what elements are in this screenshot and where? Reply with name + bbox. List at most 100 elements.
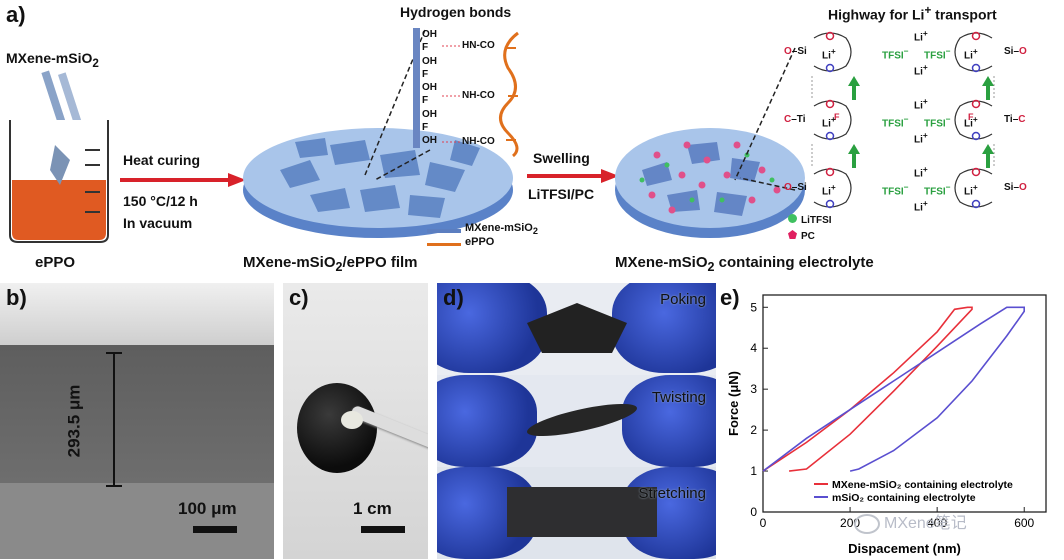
y-tick-label: 5 [750,300,757,314]
panel-d-label: d) [443,285,464,310]
beaker-caption: ePPO [35,254,76,271]
y-tick-label: 4 [750,341,757,355]
y-tick-label: 1 [750,464,757,478]
panel-b-label: b) [6,285,27,310]
panel-a: a) MXene-mSiO2 ePPO Heat curing 150 °C/1… [6,2,1062,274]
tfsi-6: TFSI− [924,182,951,198]
thickness-label: 293.5 μm [64,384,84,458]
li-right-1: Li+ [964,46,978,62]
panel-b-scale-bar [193,526,237,533]
li-mid-4: Li+ [914,130,928,146]
twisted-film [527,397,637,443]
legend-eppo-swatch [427,243,461,246]
highway-title: Highway for Li+ transport [828,4,997,23]
li-mid-5: Li+ [914,164,928,180]
c-ti-left: C–Ti [784,114,806,125]
series-line-2 [762,306,1026,472]
step2-arrow-icon [527,169,619,183]
step1-arrow-icon [120,173,246,187]
poking-photo: Poking [437,283,716,375]
legend-mxene: MXene-mSiO2 [465,222,538,237]
tfsi-4: TFSI− [924,46,951,62]
o-si-left-2: O–Si [784,182,807,193]
mode-twisting: Twisting [651,389,706,406]
f-left: F [834,112,840,122]
stretched-film [507,487,657,537]
li-mid-2: Li+ [914,62,928,78]
si-o-right-2: Si–O [1004,182,1027,193]
panel-c-label: c) [289,285,309,310]
panel-c-scale-bar [361,526,405,533]
eppo-chain [442,31,519,158]
hbond-link-2: NH-CO [462,90,495,101]
mode-poking: Poking [660,291,706,308]
legend-eppo: ePPO [465,236,495,248]
stretching-photo: Stretching [437,467,716,559]
sem-surface [0,283,274,355]
hbond-link-1: HN-CO [462,40,495,51]
panel-e-label: e) [720,285,740,310]
schematic-rings [811,31,995,209]
series-line-1 [762,306,973,472]
panel-d-photos: Poking Twisting Stretching d) [437,283,716,559]
li-left-1: Li+ [822,46,836,62]
li-left-3: Li+ [822,182,836,198]
litfsi-icon [788,214,797,223]
hbond-groups: OH F OH F OH F OH F OH [422,29,437,147]
si-o-right-1: Si–O [1004,46,1027,57]
thickness-cap-top [106,352,122,354]
legend-pc: PC [788,230,815,242]
twisting-photo: Twisting [437,375,716,467]
legend-mxene-swatch [427,229,461,233]
panel-c-photo: c) 1 cm [283,283,428,559]
beaker-label: MXene-mSiO2 [6,50,99,70]
x-tick-label: 600 [1014,516,1034,530]
panel-c-scale-label: 1 cm [353,499,392,518]
black-film-disk [297,383,377,473]
legend-label-2: mSiO₂ containing electrolyte [832,492,976,504]
electrolyte-caption: MXene-mSiO2 containing electrolyte [615,254,874,274]
sem-cross-section [0,345,274,483]
x-tick-label: 400 [927,516,947,530]
legend-label-1: MXene-mSiO₂ containing electrolyte [832,479,1013,491]
hbond-link-3: NH-CO [462,136,495,147]
step1-conditions: 150 °C/12 h In vacuum [123,193,198,231]
sem-substrate [0,483,274,559]
film-caption: MXene-mSiO2/ePPO film [243,254,418,274]
li-right-3: Li+ [964,182,978,198]
thickness-line [113,353,115,487]
mxene-sheet-bar [413,28,420,148]
watermark: MXene笔记 [854,509,967,534]
x-tick-label: 0 [760,516,767,530]
tweezers-tip [341,411,363,429]
hydrogen-bonds-title: Hydrogen bonds [400,4,512,20]
li-transport-schematic: O–Si C–Ti O–Si F Li+ Li+ Li+ TFSI− TFSI−… [782,28,1062,218]
mode-stretching: Stretching [638,485,706,502]
panel-b-scale-label: 100 μm [178,499,237,518]
tfsi-3: TFSI− [882,182,909,198]
plot-frame [762,294,1047,513]
f-right: F [968,112,974,122]
li-mid-6: Li+ [914,198,928,214]
o-si-left-1: O–Si [784,46,807,57]
ti-c-right: Ti–C [1004,114,1026,125]
tfsi-1: TFSI− [882,46,909,62]
wechat-icon [854,513,880,534]
li-right-2: Li+ [964,114,978,130]
step2-conditions: LiTFSI/PC [528,186,595,202]
li-mid-3: Li+ [914,96,928,112]
y-axis-label: Force (μN) [726,371,741,436]
tfsi-5: TFSI− [924,114,951,130]
beaker-illustration [9,70,109,243]
pc-pentagon-icon [788,230,797,239]
x-axis-label: Dispacement (nm) [848,541,961,556]
li-left-2: Li+ [822,114,836,130]
zoom-lines-2 [734,47,796,191]
legend-litfsi: LiTFSI [788,214,832,226]
y-tick-label: 2 [750,423,757,437]
y-tick-label: 0 [750,505,757,519]
y-tick-label: 3 [750,382,757,396]
panel-b-sem-image: b) 293.5 μm 100 μm [0,283,274,559]
